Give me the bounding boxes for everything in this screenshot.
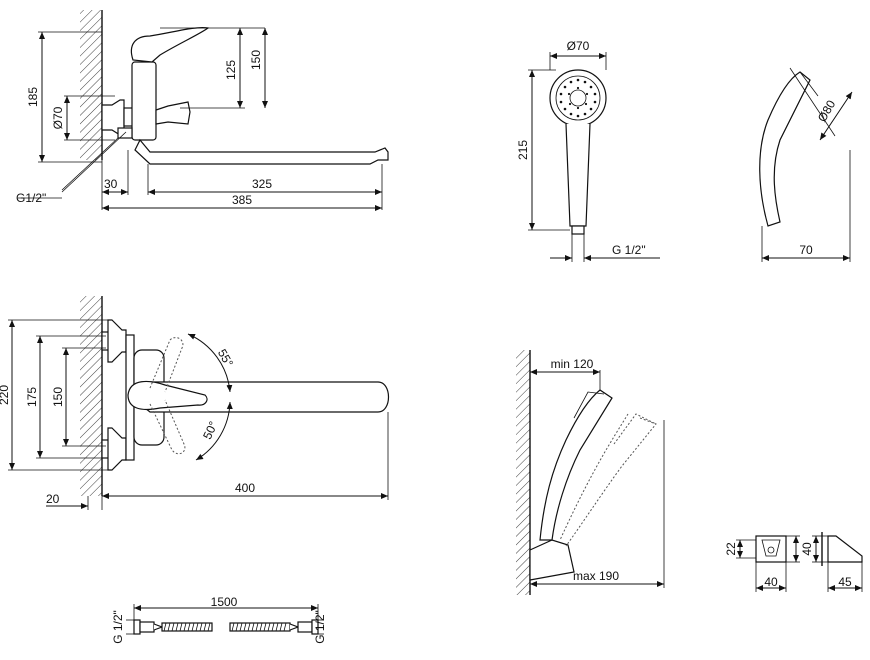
wall-hatch bbox=[80, 10, 102, 160]
shower-hose: 1500 G 1/2" G 1/2" bbox=[111, 595, 327, 644]
dim-22: 22 bbox=[724, 542, 738, 556]
dim-400: 400 bbox=[235, 481, 255, 495]
hose-segment-left bbox=[161, 622, 213, 632]
dim-g12-head: G 1/2" bbox=[612, 243, 646, 257]
dim-125: 125 bbox=[224, 60, 238, 80]
faucet-side-view: 185 Ø70 125 150 G1/2" 30 325 385 bbox=[16, 10, 389, 211]
shower-holder-view: min 120 max 190 bbox=[516, 350, 665, 595]
shower-side-profile bbox=[759, 71, 811, 227]
shower-head-front: Ø70 215 G 1/2" bbox=[516, 39, 660, 262]
dim-150-top: 150 bbox=[249, 50, 263, 70]
dim-70-head: Ø70 bbox=[567, 39, 590, 53]
dim-55-deg: 55° bbox=[215, 347, 236, 370]
dim-g12-left: G1/2" bbox=[16, 191, 46, 205]
dim-80: Ø80 bbox=[815, 97, 839, 124]
dim-220: 220 bbox=[0, 385, 11, 405]
faucet-top-view: 220 175 150 55° 50° 20 400 bbox=[0, 296, 390, 510]
dim-385: 385 bbox=[232, 193, 252, 207]
dim-185: 185 bbox=[26, 87, 40, 107]
shower-in-holder bbox=[539, 389, 613, 541]
shower-handle bbox=[565, 123, 591, 227]
dim-30: 30 bbox=[104, 177, 118, 191]
holder-side-detail: 40 45 bbox=[812, 532, 863, 592]
shower-head-side: Ø80 70 bbox=[759, 67, 853, 262]
dim-175: 175 bbox=[25, 387, 39, 407]
dim-40-b: 40 bbox=[764, 575, 778, 589]
lever-handle bbox=[130, 27, 210, 63]
dim-max190: max 190 bbox=[573, 569, 619, 583]
dim-g12-hose-left: G 1/2" bbox=[111, 610, 125, 644]
dim-1500: 1500 bbox=[211, 595, 238, 609]
dim-20: 20 bbox=[46, 492, 60, 506]
holder-bracket bbox=[529, 539, 575, 581]
wall-hatch-3 bbox=[516, 350, 530, 595]
spout bbox=[134, 138, 389, 165]
dim-min120: min 120 bbox=[551, 357, 594, 371]
dim-70-top: Ø70 bbox=[51, 106, 65, 129]
dim-45: 45 bbox=[838, 575, 852, 589]
dim-g12-hose-right: G 1/2" bbox=[313, 610, 327, 644]
shower-head-face bbox=[549, 69, 607, 127]
dim-150-front: 150 bbox=[51, 387, 65, 407]
diverter-knob bbox=[155, 101, 191, 125]
dim-50-deg: 50° bbox=[200, 419, 220, 442]
holder-side-shape bbox=[827, 535, 863, 563]
dim-40-a: 40 bbox=[800, 542, 814, 556]
dim-70-side: 70 bbox=[799, 243, 813, 257]
holder-front-detail: 22 40 40 bbox=[724, 535, 814, 592]
mixer-body bbox=[131, 61, 157, 141]
wall-hatch-2 bbox=[80, 296, 102, 496]
dim-215: 215 bbox=[516, 140, 530, 160]
dim-325: 325 bbox=[252, 177, 272, 191]
